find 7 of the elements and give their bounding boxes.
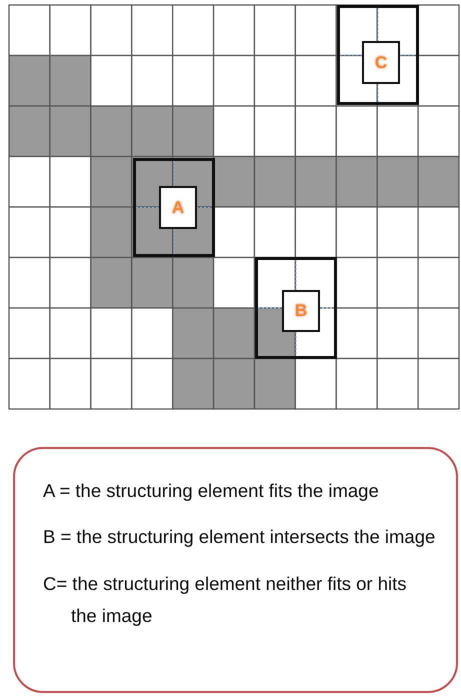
definition-text: B = the structuring element intersects the image	[43, 525, 436, 550]
letter-box: A	[159, 186, 197, 229]
definition-text: A = the structuring element fits the image	[43, 479, 380, 503]
letter-box: B	[282, 290, 320, 332]
letter-box: C	[362, 41, 400, 84]
legend-panel	[13, 447, 458, 693]
definition-text: C= the structuring element neither fits or hits the image	[43, 572, 408, 628]
